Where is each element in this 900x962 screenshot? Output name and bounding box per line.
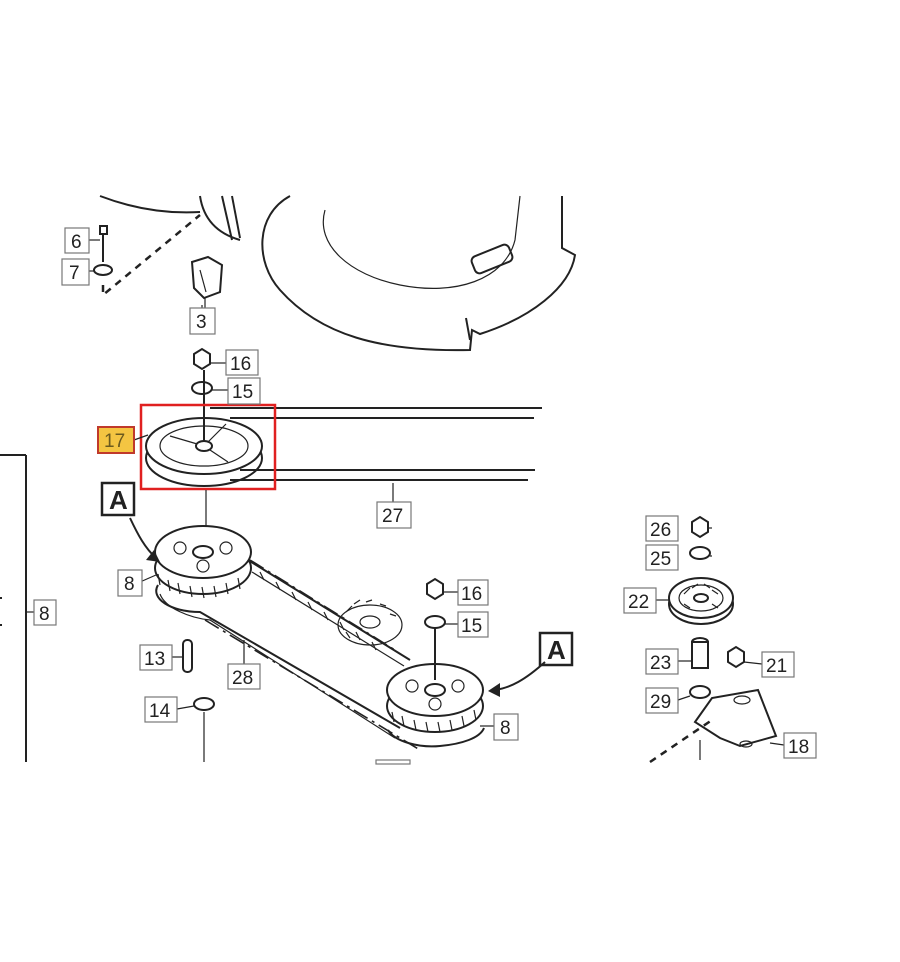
svg-text:27: 27 <box>382 506 403 527</box>
bracket-part-18 <box>693 688 778 760</box>
svg-text:6: 6 <box>71 232 82 253</box>
mower-deck-housing <box>99 195 577 352</box>
label-16-top: 16 <box>225 349 259 376</box>
label-26: 26 <box>645 515 679 542</box>
label-13: 13 <box>139 644 173 671</box>
svg-text:28: 28 <box>232 668 253 689</box>
label-28: 28 <box>227 663 261 690</box>
svg-text:23: 23 <box>650 653 671 674</box>
svg-text:3: 3 <box>196 312 207 333</box>
assembly-guide-line <box>101 214 201 298</box>
nut-part-21 <box>727 645 745 669</box>
svg-text:A: A <box>547 635 566 665</box>
washer-part-7 <box>93 264 113 276</box>
nut-part-26 <box>691 515 709 539</box>
washer-part-14 <box>193 697 215 762</box>
label-18: 18 <box>783 732 817 759</box>
label-25: 25 <box>645 544 679 571</box>
spacer-part-23 <box>691 637 709 669</box>
arrow-marker-a-left: A <box>100 481 160 562</box>
callout-leaders <box>26 239 785 746</box>
arrow-marker-a-right: A <box>488 631 574 697</box>
label-cutoff <box>375 759 411 765</box>
belt-part-27 <box>210 407 542 502</box>
label-29: 29 <box>645 687 679 714</box>
svg-text:29: 29 <box>650 692 671 713</box>
svg-text:22: 22 <box>628 592 649 613</box>
bolt-part-6 <box>99 225 108 262</box>
svg-text:15: 15 <box>461 616 482 637</box>
nut-part-16-top <box>193 347 211 371</box>
svg-text:7: 7 <box>69 263 80 284</box>
label-6: 6 <box>64 227 90 254</box>
svg-text:15: 15 <box>232 382 253 403</box>
label-17-highlighted: 17 <box>97 426 135 454</box>
label-22: 22 <box>623 587 657 614</box>
label-15-right: 15 <box>457 611 489 638</box>
idler-pulley-part-22 <box>668 577 734 625</box>
label-23: 23 <box>645 648 679 675</box>
washer-part-25 <box>689 546 711 560</box>
toothed-pulley-left-part-8 <box>154 525 252 599</box>
svg-text:16: 16 <box>230 354 251 375</box>
svg-text:18: 18 <box>788 737 809 758</box>
toothed-pulley-right-part-8 <box>386 620 485 748</box>
label-15-top: 15 <box>227 377 261 405</box>
pin-part-13 <box>182 639 193 673</box>
label-16-right: 16 <box>457 579 489 606</box>
clip-part-3 <box>190 255 224 310</box>
label-14: 14 <box>144 696 178 723</box>
svg-text:13: 13 <box>144 649 165 670</box>
nut-part-16-right <box>426 577 444 601</box>
label-3: 3 <box>189 307 216 335</box>
label-21: 21 <box>761 651 795 678</box>
label-7: 7 <box>61 258 90 286</box>
highlight-box <box>139 403 277 491</box>
svg-text:21: 21 <box>766 656 787 677</box>
svg-text:25: 25 <box>650 549 671 570</box>
svg-text:8: 8 <box>39 604 50 625</box>
label-8-frame: 8 <box>33 599 57 626</box>
svg-text:A: A <box>109 485 128 515</box>
svg-text:14: 14 <box>149 701 171 722</box>
svg-text:26: 26 <box>650 520 671 541</box>
svg-text:8: 8 <box>500 718 511 739</box>
pulley-part-17 <box>145 370 263 487</box>
frame-outline <box>0 454 27 762</box>
label-27: 27 <box>376 501 412 529</box>
label-8-left: 8 <box>117 569 143 597</box>
label-8-right: 8 <box>493 713 519 741</box>
svg-text:17: 17 <box>104 431 125 452</box>
washer-part-15-top <box>191 381 213 395</box>
fan-wheel <box>337 599 403 646</box>
washer-part-15-right <box>424 615 446 629</box>
washer-part-29 <box>689 685 711 699</box>
svg-text:8: 8 <box>124 574 135 595</box>
svg-text:16: 16 <box>461 584 482 605</box>
